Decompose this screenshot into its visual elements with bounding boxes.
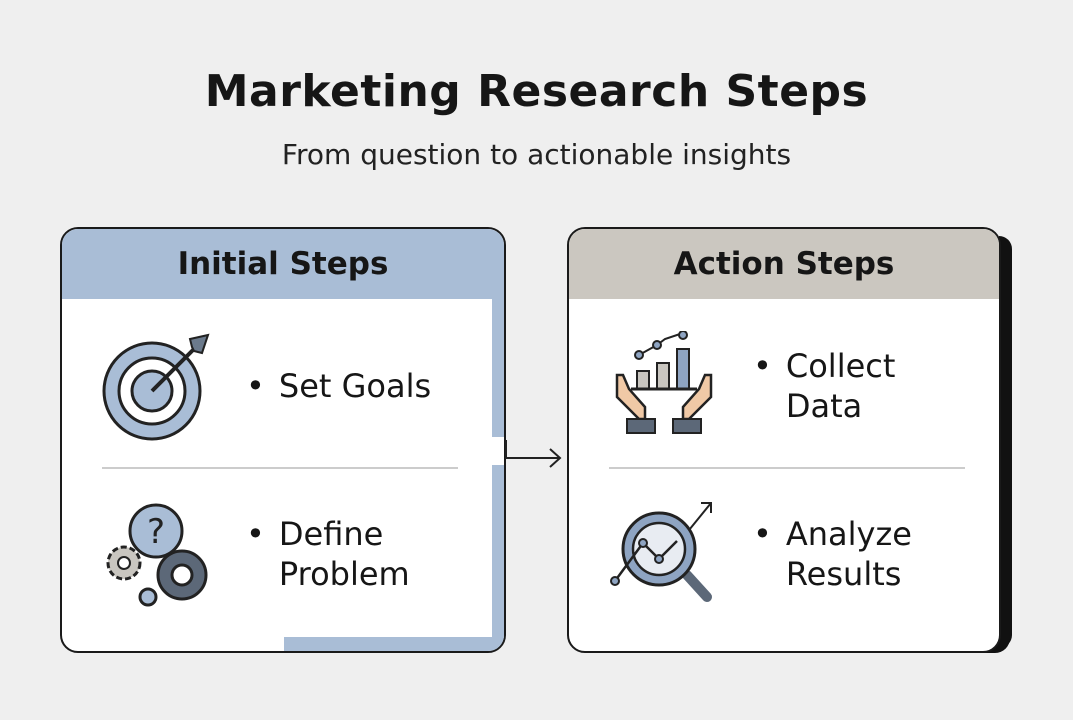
bullet: • (753, 515, 772, 553)
question-gears-icon: ? (106, 503, 208, 607)
bullet: • (246, 515, 265, 553)
step-label: Collect Data (785, 347, 896, 425)
panel-accent (284, 637, 504, 651)
panel-heading: Initial Steps (62, 229, 504, 299)
panel-accent (492, 297, 504, 437)
divider (102, 467, 458, 469)
page-title: Marketing Research Steps (204, 66, 869, 117)
action-steps-panel: Action Steps • Collect Data (567, 227, 1001, 653)
page-subtitle: From question to actionable insights (281, 138, 792, 171)
panel-accent (492, 465, 504, 651)
arrow-connector (505, 440, 562, 468)
panel-shadow (999, 236, 1012, 648)
step-label: Define Problem (278, 515, 410, 593)
magnifier-chart-icon (610, 502, 712, 602)
step-set-goals: • Set Goals (102, 311, 482, 461)
step-label: Set Goals (278, 367, 432, 405)
hands-chart-icon (615, 331, 713, 434)
panel-heading: Action Steps (569, 229, 999, 299)
step-label: Analyze Results (785, 515, 912, 593)
step-analyze-results: • Analyze Results (609, 479, 989, 629)
bullet: • (753, 347, 772, 385)
svg-text:?: ? (147, 512, 165, 552)
divider (609, 467, 965, 469)
bullet: • (246, 367, 265, 405)
step-collect-data: • Collect Data (609, 311, 989, 461)
initial-steps-panel: Initial Steps • Set Goals ? • Define Probl… (60, 227, 506, 653)
step-define-problem: ? • Define Problem (102, 479, 482, 629)
target-icon (102, 333, 210, 441)
